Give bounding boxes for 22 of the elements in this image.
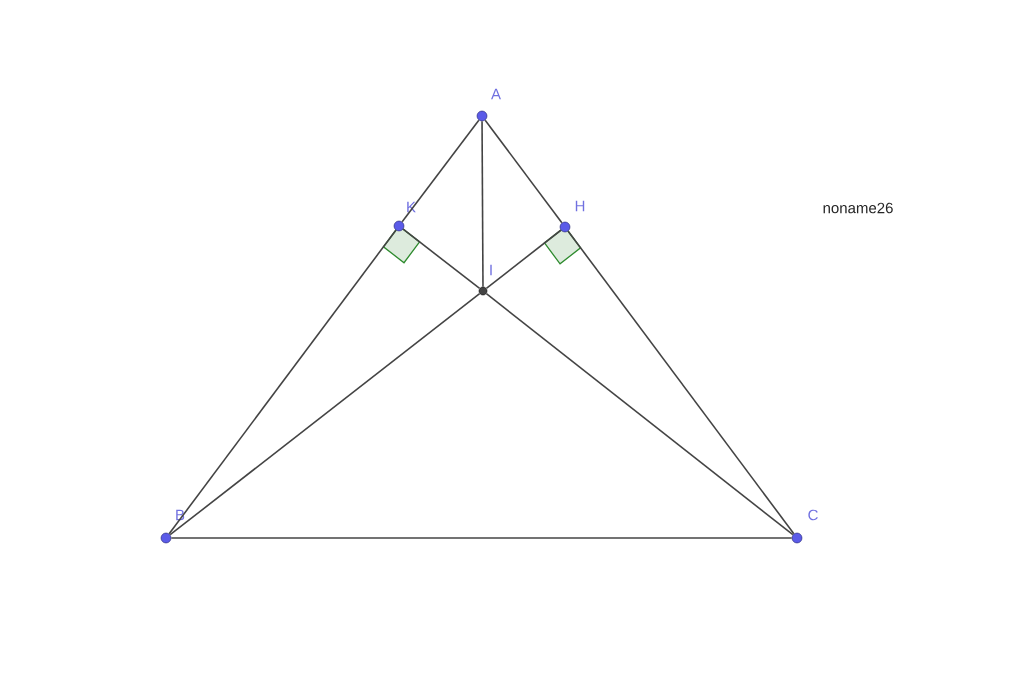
line-segment [401,119,480,223]
line-segment [485,292,794,536]
line-segment [481,120,484,288]
line-segment [485,229,562,290]
point-label: B [176,509,185,521]
line-segment [484,119,563,224]
point-label: A [491,88,501,100]
point [559,221,571,233]
point [393,220,405,232]
line-segment [567,230,795,535]
point [476,110,488,122]
line-segment [168,229,397,535]
line-segment [169,292,481,536]
point [160,532,172,544]
point-label: H [575,200,585,212]
line-segment [402,228,481,290]
point [791,532,803,544]
point-label: C [808,509,818,521]
line-segment [170,537,793,539]
label: noname26 [823,202,893,214]
point-label: I [490,264,492,276]
point [478,286,488,296]
